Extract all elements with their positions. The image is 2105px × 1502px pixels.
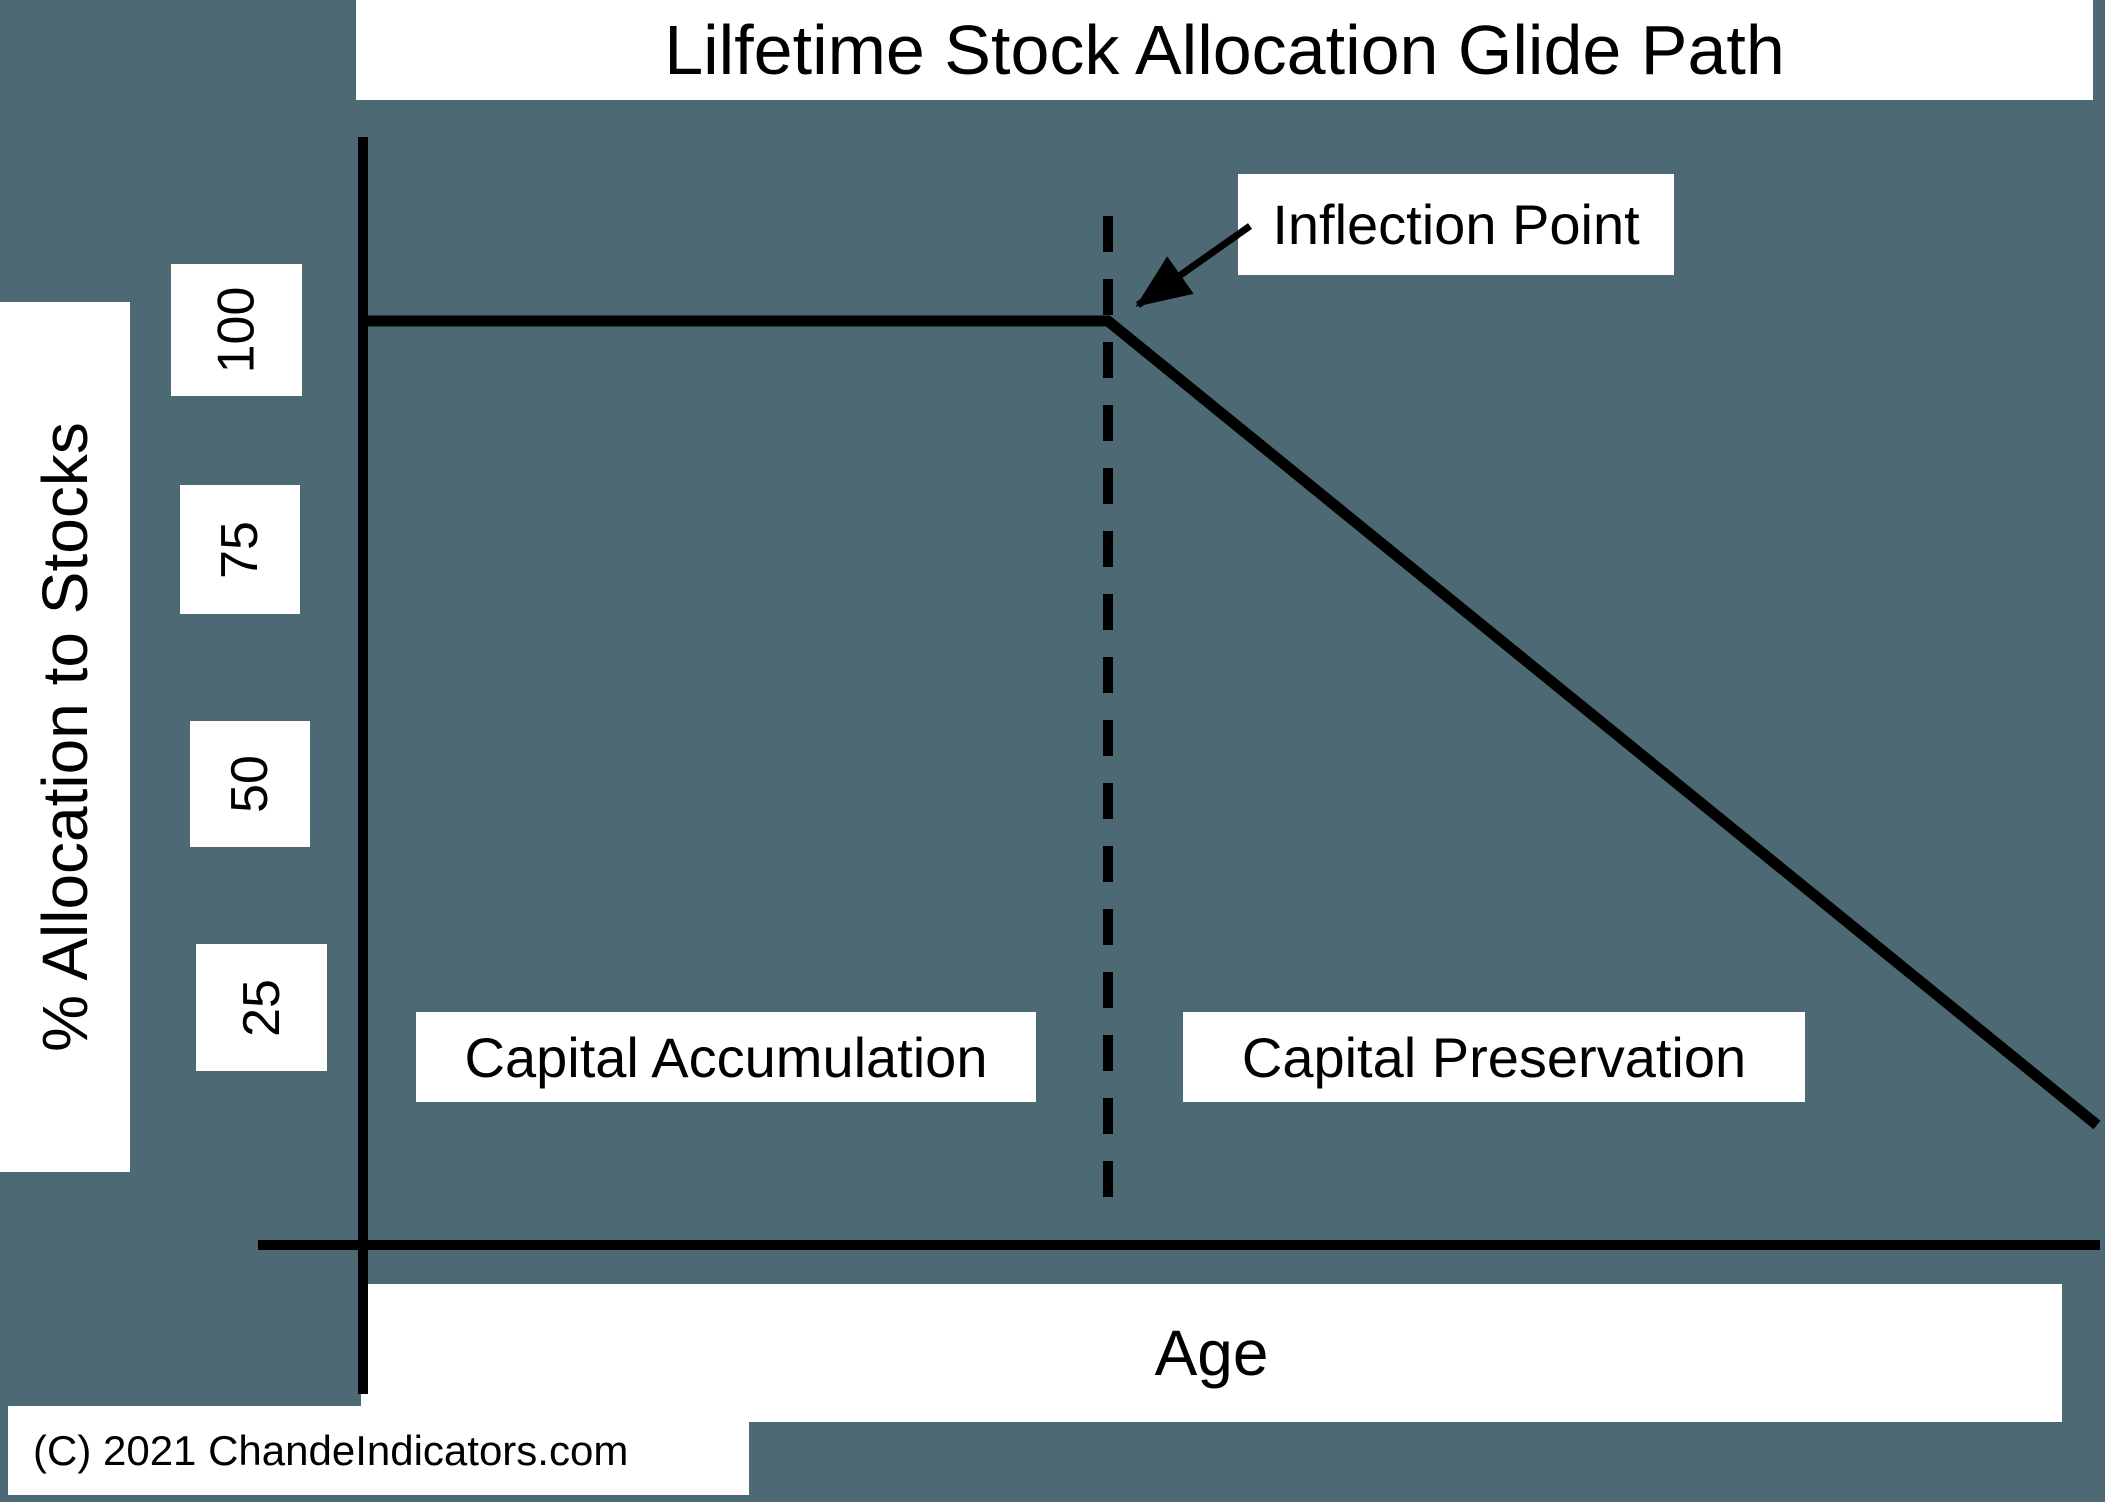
y-tick-75-box: 75 xyxy=(180,485,300,614)
glide-path-line xyxy=(358,315,2101,1130)
y-axis-label: % Allocation to Stocks xyxy=(29,422,101,1052)
x-axis-label-box: Age xyxy=(361,1284,2062,1422)
capital-accumulation-label: Capital Accumulation xyxy=(464,1025,988,1089)
inflection-arrow-icon xyxy=(1135,223,1253,308)
chart-title: Lilfetime Stock Allocation Glide Path xyxy=(664,11,1785,89)
y-axis-label-box: % Allocation to Stocks xyxy=(0,302,130,1172)
capital-accumulation-label-box: Capital Accumulation xyxy=(416,1012,1036,1102)
y-tick-label-50: 50 xyxy=(221,755,279,813)
copyright-box: (C) 2021 ChandeIndicators.com xyxy=(8,1406,749,1495)
y-tick-100-box: 100 xyxy=(171,264,302,396)
chart-title-box: Lilfetime Stock Allocation Glide Path xyxy=(356,0,2093,100)
y-tick-50-box: 50 xyxy=(190,721,310,847)
y-tick-label-25: 25 xyxy=(232,978,291,1037)
copyright-text: (C) 2021 ChandeIndicators.com xyxy=(33,1426,629,1474)
inflection-point-label-box: Inflection Point xyxy=(1238,174,1674,275)
capital-preservation-label: Capital Preservation xyxy=(1241,1025,1747,1089)
y-tick-25-box: 25 xyxy=(196,944,327,1071)
capital-preservation-label-box: Capital Preservation xyxy=(1183,1012,1805,1102)
y-tick-label-75: 75 xyxy=(211,520,269,579)
y-tick-label-100: 100 xyxy=(207,286,266,374)
inflection-point-label: Inflection Point xyxy=(1272,193,1640,256)
x-axis-label: Age xyxy=(1154,1317,1269,1389)
